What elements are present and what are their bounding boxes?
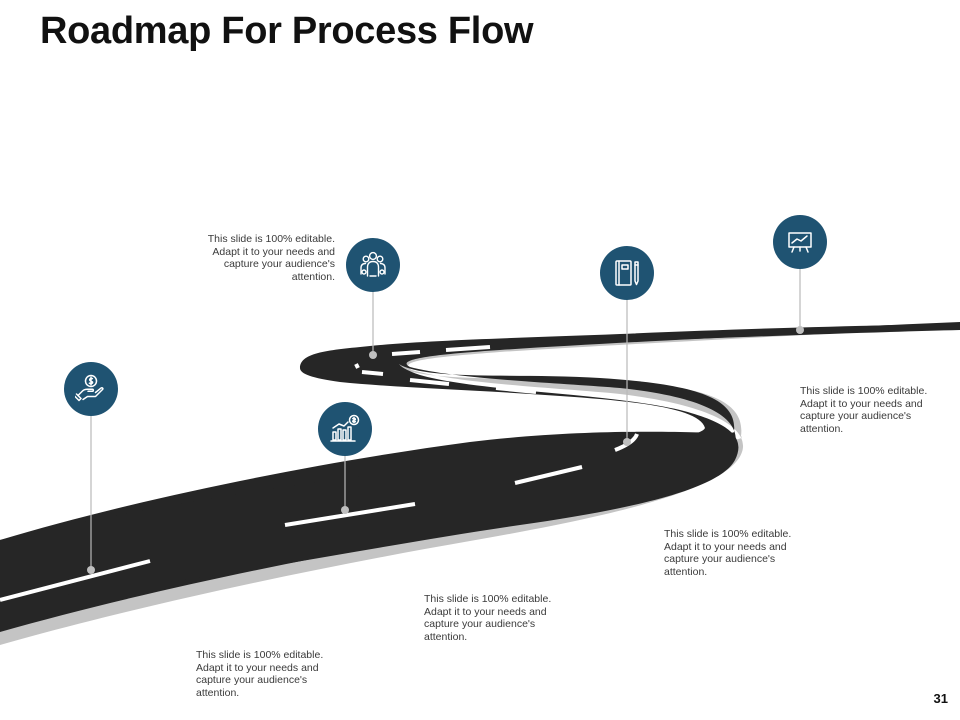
page-number: 31 [933,691,948,706]
connector-dots [87,326,804,574]
milestone-marker-1 [64,362,118,416]
connector-dot [623,438,631,446]
dollar-hand-icon [75,374,104,402]
lane-dash [284,502,416,527]
caption-milestone-3: This slide is 100% editable. Adapt it to… [207,233,335,283]
growth-chart-icon [330,414,360,442]
lane-dash [361,370,384,376]
milestone-marker-5 [773,215,827,269]
notebook-pen-icon [615,260,639,286]
road-curve [0,324,960,600]
milestone-marker-2 [318,402,372,456]
connector-dot [87,566,95,574]
milestone-marker-3 [346,238,400,292]
lane-dash [620,412,635,427]
caption-milestone-2: This slide is 100% editable. Adapt it to… [424,593,552,643]
caption-milestone-1: This slide is 100% editable. Adapt it to… [196,649,324,699]
connector-dot [341,506,349,514]
lane-markings [0,345,639,602]
team-icon [360,251,386,277]
presentation-chart-icon [788,232,812,253]
lane-dash [495,386,537,394]
lane-dash [391,350,421,356]
caption-milestone-4: This slide is 100% editable. Adapt it to… [664,528,792,578]
caption-milestone-5: This slide is 100% editable. Adapt it to… [800,385,928,435]
lane-dash [514,465,583,485]
lane-dash [0,559,151,602]
slide-title: Roadmap For Process Flow [40,10,534,52]
lane-dash [445,345,491,352]
lane-dash [354,363,360,369]
lane-dash [569,399,607,408]
milestone-marker-4 [600,246,654,300]
lane-dash [409,378,450,386]
connector-lines [90,268,801,570]
connector-dot [369,351,377,359]
connector-dot [796,326,804,334]
